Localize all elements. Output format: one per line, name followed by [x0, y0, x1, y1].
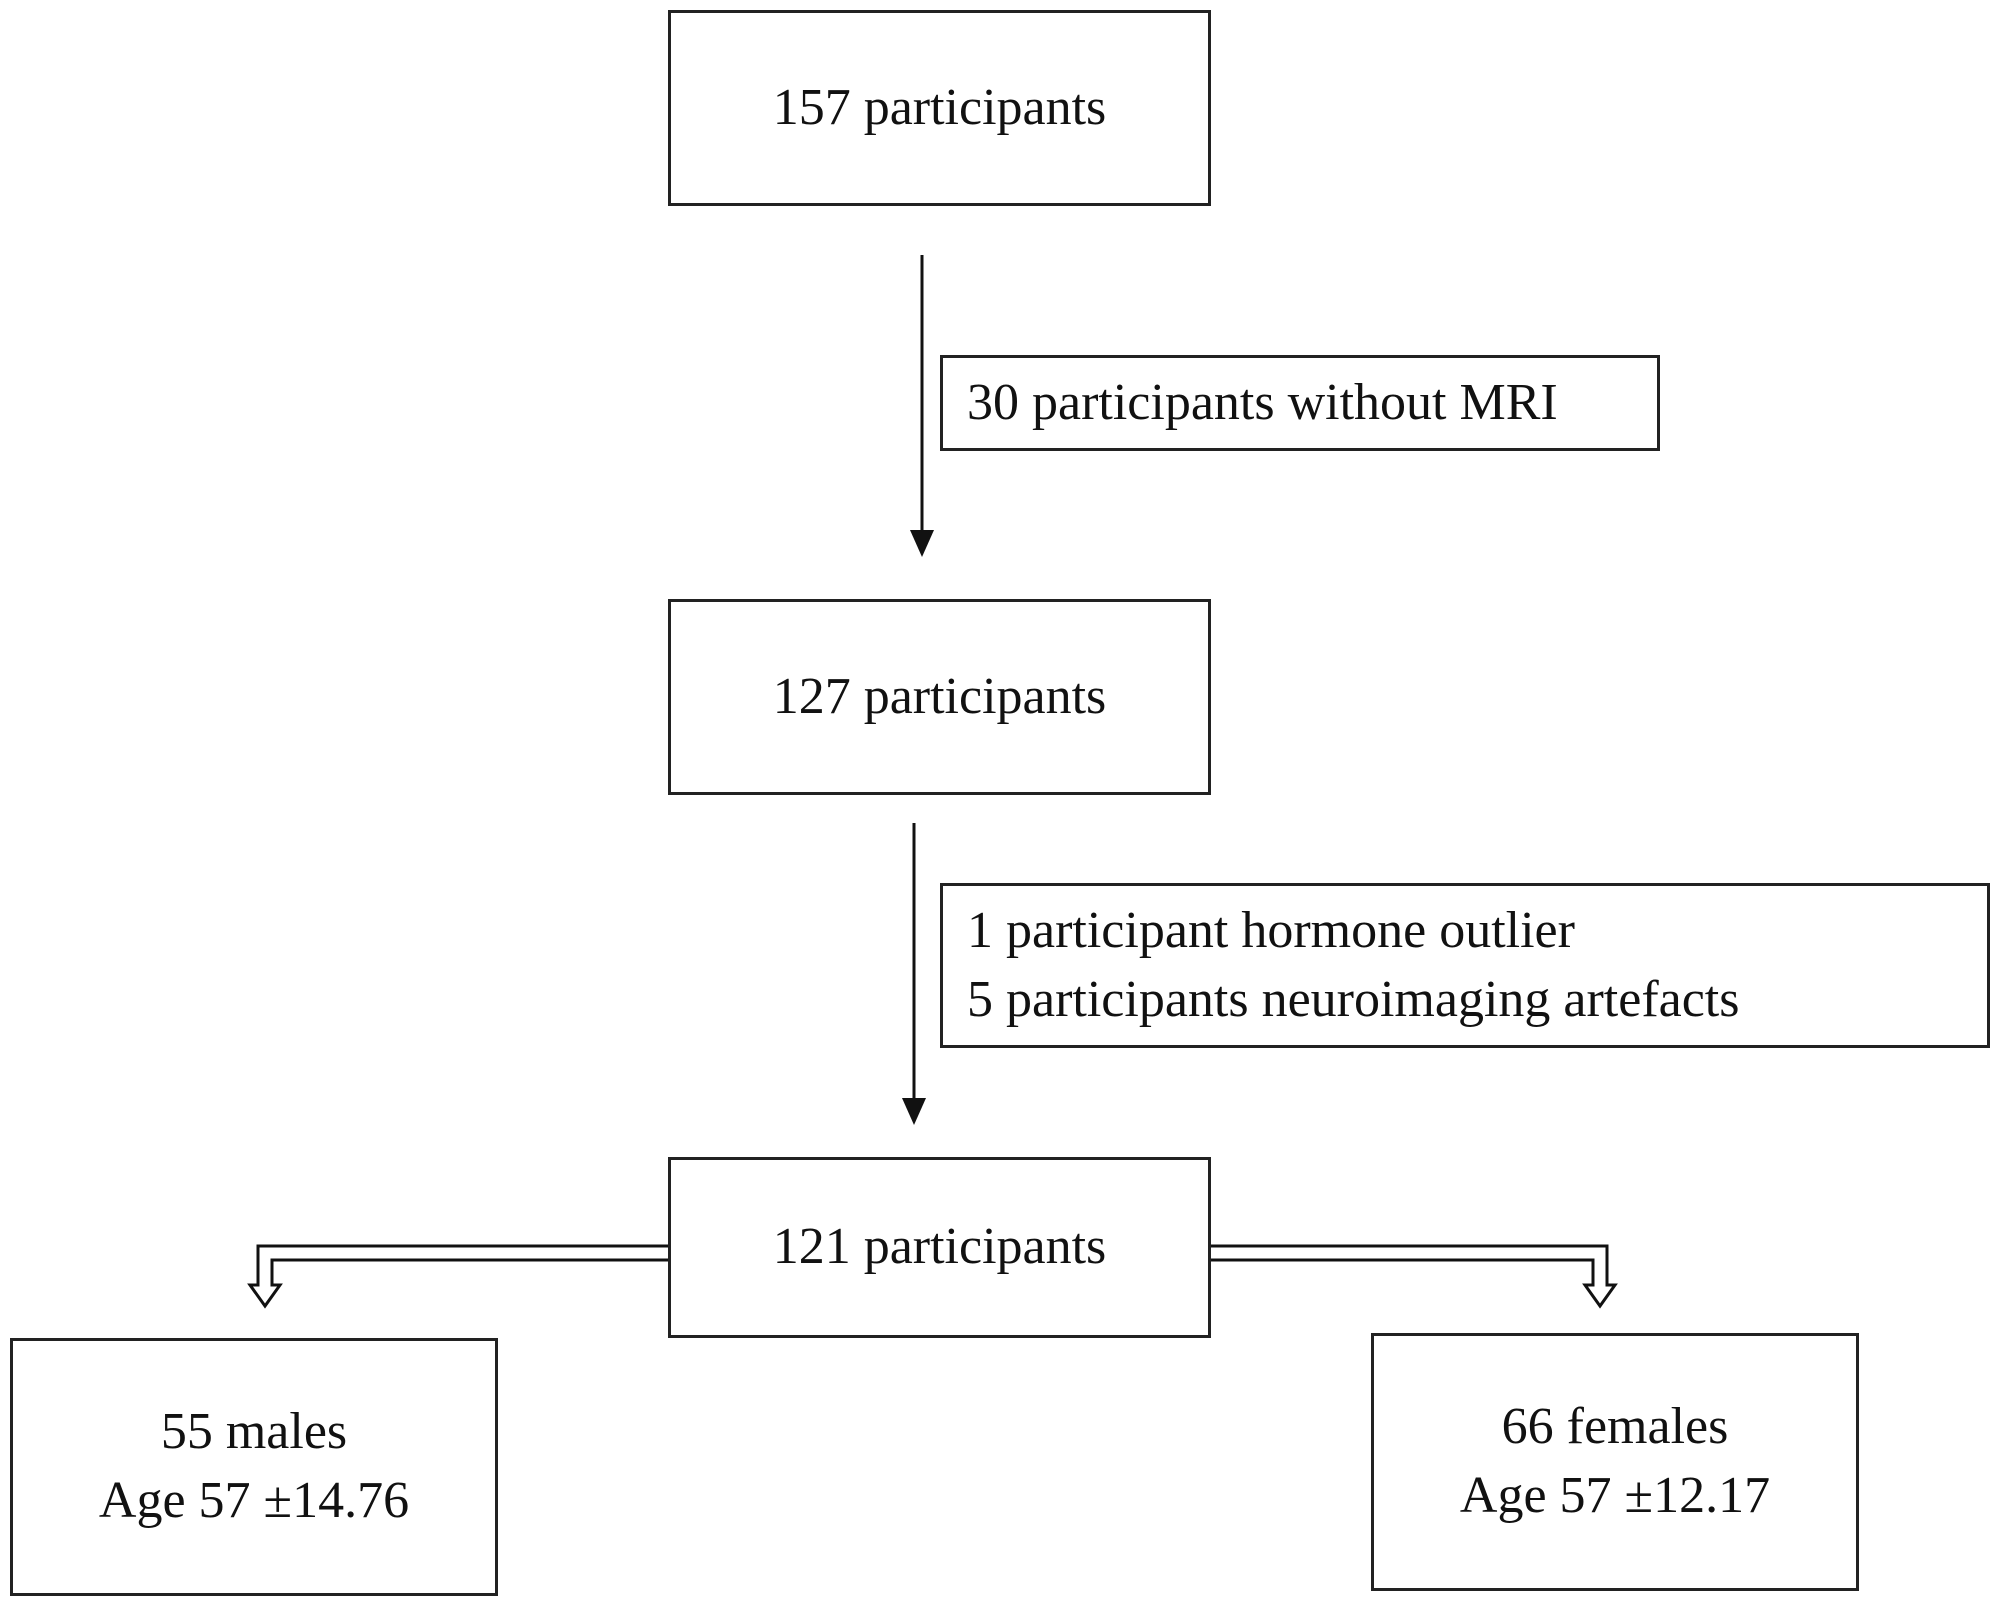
females-count: 66 females [1501, 1398, 1729, 1456]
exclusion-line-1: 1 participant hormone outlier [967, 901, 1575, 959]
node-text: 127 participants [772, 667, 1107, 725]
exclusion-without-mri: 30 participants without MRI [940, 355, 1660, 451]
node-males: 55 males Age 57 ±14.76 [10, 1338, 498, 1596]
arrow-mri-to-final [902, 823, 926, 1125]
split-arrow-males [247, 1244, 668, 1309]
split-arrow-females [1211, 1244, 1618, 1309]
exclusion-outliers-artefacts: 1 participant hormone outlier 5 particip… [940, 883, 1990, 1048]
exclusion-line-2: 5 participants neuroimaging artefacts [967, 970, 1740, 1028]
node-text: 121 participants [772, 1218, 1107, 1276]
males-count: 55 males [160, 1403, 348, 1461]
node-females: 66 females Age 57 ±12.17 [1371, 1333, 1859, 1591]
node-text: 157 participants [772, 78, 1107, 136]
females-age: Age 57 ±12.17 [1459, 1467, 1771, 1524]
exclusion-text: 30 participants without MRI [967, 373, 1558, 431]
node-127-participants: 127 participants [668, 599, 1211, 795]
males-age: Age 57 ±14.76 [98, 1472, 410, 1529]
arrow-start-to-mri [910, 255, 934, 557]
node-121-participants: 121 participants [668, 1157, 1211, 1338]
node-157-participants: 157 participants [668, 10, 1211, 206]
